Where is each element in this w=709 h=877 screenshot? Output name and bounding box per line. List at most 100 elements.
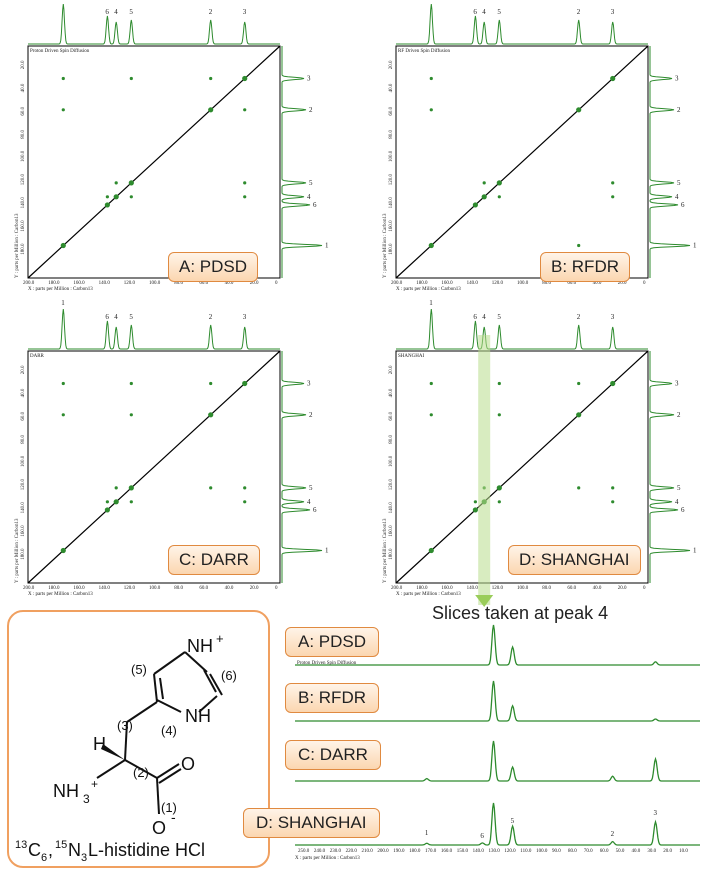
- top-peak-label: 6: [105, 313, 109, 321]
- slice-trace: [295, 680, 700, 722]
- side-peak-label: 2: [309, 106, 313, 114]
- side-peak-label: 2: [677, 106, 681, 114]
- cross-peak: [473, 500, 477, 504]
- x-tick-label: 120.0: [492, 281, 504, 286]
- cross-peak: [105, 500, 109, 504]
- side-peak-label: 4: [675, 498, 679, 506]
- cross-peak: [577, 486, 581, 490]
- slice-x-tick: 210.0: [361, 849, 373, 854]
- top-peak-label: 5: [497, 8, 501, 16]
- panel-label-shanghai: D: SHANGHAI: [508, 545, 641, 575]
- cross-peak: [243, 486, 247, 490]
- y-tick-label: 160.0: [389, 525, 394, 537]
- y-tick-label: 40.0: [389, 388, 394, 397]
- top-projection-trace: [28, 3, 280, 45]
- cross-peak: [610, 75, 616, 82]
- y-tick-label: 140.0: [389, 197, 394, 209]
- x-tick-label: 120.0: [492, 586, 504, 591]
- plot-frame: [395, 350, 649, 584]
- x-tick-label: 160.0: [441, 281, 453, 286]
- formula-n-isotope: 15: [55, 839, 67, 851]
- cross-peak: [209, 76, 213, 81]
- x-tick-label: 140.0: [467, 281, 479, 286]
- slice-x-tick: 240.0: [314, 849, 326, 854]
- pos3-label: (3): [117, 718, 133, 733]
- slice-x-tick: 190.0: [393, 849, 405, 854]
- slice-trace: [295, 740, 700, 782]
- side-peak-label: 4: [307, 498, 311, 506]
- slice-peak-label: 2: [611, 830, 615, 838]
- cross-peak: [129, 76, 133, 81]
- cross-peak: [128, 180, 134, 186]
- slice-x-tick: 230.0: [330, 849, 342, 854]
- y-tick-label: 60.0: [389, 106, 394, 115]
- top-projection-trace: [396, 308, 648, 350]
- slice-x-tick: 220.0: [346, 849, 358, 854]
- side-peak-label: 6: [313, 506, 317, 514]
- slice-x-tick: 40.0: [631, 849, 640, 854]
- slice-peak-label: 6: [480, 832, 484, 840]
- spectrum-header: Proton Driven Spin Diffusion: [30, 49, 90, 54]
- side-projection-trace: [649, 46, 691, 278]
- cross-peak: [497, 500, 501, 504]
- cross-peak: [429, 76, 433, 81]
- y-tick-label: 120.0: [21, 173, 26, 185]
- top-peak-label: 2: [209, 313, 213, 321]
- x-tick-label: 140.0: [99, 281, 111, 286]
- top-peak-label: 2: [209, 8, 213, 16]
- side-peak-label: 1: [325, 242, 329, 250]
- side-projection-trace: [649, 351, 691, 583]
- y-tick-label: 100.0: [21, 455, 26, 467]
- cross-peak: [113, 194, 119, 200]
- carboxylate-oxygen: O: [152, 818, 166, 838]
- cross-peak: [242, 75, 248, 82]
- slice-x-tick: 120.0: [504, 849, 516, 854]
- x-tick-label: 0: [643, 281, 646, 286]
- x-tick-label: 20.0: [618, 586, 627, 591]
- cross-peak: [129, 413, 133, 417]
- y-tick-label: 120.0: [389, 478, 394, 490]
- y-axis-title: Y : parts per Million : Carbon13: [15, 518, 20, 583]
- cross-peak: [209, 486, 213, 490]
- slice-x-tick: 130.0: [489, 849, 501, 854]
- panel-label-rfdr: B: RFDR: [540, 252, 630, 282]
- panel-label-pdsd: A: PDSD: [168, 252, 259, 282]
- cross-peak: [472, 202, 478, 208]
- x-tick-label: 0: [275, 586, 278, 591]
- cross-peak: [428, 547, 434, 554]
- x-tick-label: 120.0: [124, 586, 136, 591]
- y-tick-label: 180.0: [389, 548, 394, 560]
- top-peak-label: 4: [482, 8, 486, 16]
- carboxylate-charge: -: [171, 809, 176, 825]
- x-tick-label: 160.0: [73, 586, 85, 591]
- y-tick-label: 60.0: [21, 411, 26, 420]
- top-peak-label: 6: [105, 8, 109, 16]
- slice-x-tick: 50.0: [616, 849, 625, 854]
- slice-highlight-column: [478, 335, 491, 605]
- pos2-label: (2): [133, 765, 149, 780]
- ring-n2: NH: [185, 706, 211, 726]
- slice-x-tick: 20.0: [663, 849, 672, 854]
- y-tick-label: 140.0: [21, 197, 26, 209]
- side-peak-label: 2: [677, 411, 681, 419]
- x-tick-label: 40.0: [225, 586, 234, 591]
- cross-peak: [429, 413, 433, 417]
- cross-peak: [497, 381, 501, 386]
- slice-x-tick: 80.0: [568, 849, 577, 854]
- slice-x-tick: 70.0: [584, 849, 593, 854]
- top-peak-label: 1: [61, 0, 65, 2]
- x-tick-label: 180.0: [416, 281, 428, 286]
- y-tick-label: 140.0: [389, 502, 394, 514]
- side-peak-label: 5: [677, 484, 681, 492]
- side-peak-label: 1: [325, 547, 329, 555]
- cross-peak: [114, 486, 118, 490]
- slice-x-tick: 100.0: [536, 849, 548, 854]
- cross-peak: [243, 108, 247, 112]
- cross-peak: [611, 195, 615, 199]
- x-axis-title: X : parts per Million : Carbon13: [28, 287, 93, 292]
- cross-peak: [105, 195, 109, 199]
